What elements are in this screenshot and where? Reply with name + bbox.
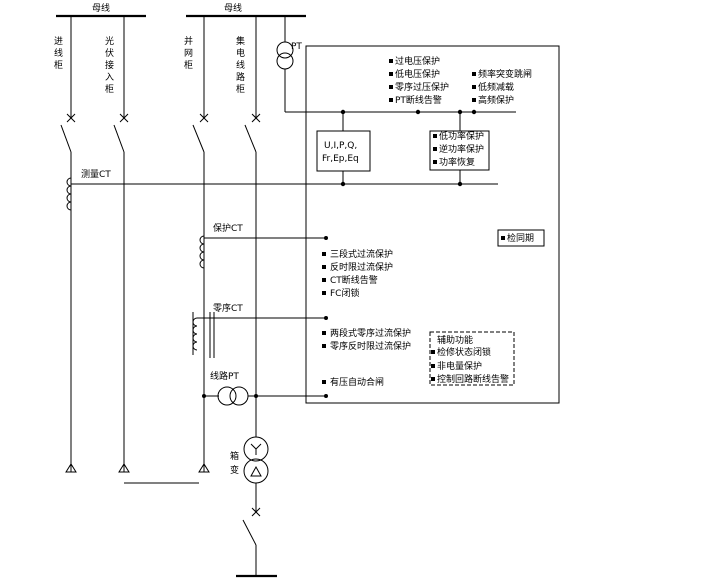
aux-maintenance-lock: 检修状态闭锁 bbox=[437, 346, 491, 358]
feeder-label-collector: 集电线路柜 bbox=[236, 35, 245, 95]
pt-transformer bbox=[276, 16, 516, 113]
busbar-right-label: 母线 bbox=[224, 2, 242, 14]
feeder-incoming bbox=[60, 16, 77, 473]
measuring-ct-label: 测量CT bbox=[81, 169, 111, 180]
line-pt-label: 线路PT bbox=[210, 370, 239, 382]
feeder-label-grid: 并网柜 bbox=[184, 35, 193, 71]
box-transformer-label: 箱变 bbox=[230, 450, 239, 476]
feeder-pv-access bbox=[113, 16, 199, 484]
prot-zero-inverse-oc: 零序反时限过流保护 bbox=[330, 340, 411, 352]
prot-under-freq-shedding: 低频减载 bbox=[478, 81, 514, 93]
zero-seq-ct bbox=[192, 312, 328, 358]
aux-function-box bbox=[429, 331, 515, 386]
prot-ct-break-alarm: CT断线告警 bbox=[330, 274, 378, 286]
protection-ct bbox=[199, 235, 328, 269]
feeder-label-pv-access: 光伏接入柜 bbox=[105, 35, 114, 95]
prot-overvoltage: 过电压保护 bbox=[395, 55, 440, 67]
reclose-label: 有压自动合闸 bbox=[330, 376, 384, 388]
overcurrent-protection-list: 三段式过流保护 反时限过流保护 CT断线告警 FC闭锁 bbox=[322, 248, 393, 299]
protection-ct-label: 保护CT bbox=[213, 222, 243, 234]
protection-panel bbox=[305, 45, 560, 404]
prot-freq-step-trip: 频率突变跳闸 bbox=[478, 68, 532, 80]
prot-low-power: 低功率保护 bbox=[439, 130, 484, 142]
pt-label: PT bbox=[291, 42, 302, 52]
prot-pt-break-alarm: PT断线告警 bbox=[395, 94, 442, 106]
measure-line2: Fr,Ep,Eq bbox=[322, 154, 359, 164]
zero-seq-ct-label: 零序CT bbox=[213, 302, 243, 314]
measurement-box bbox=[316, 130, 371, 172]
busbar-left-label: 母线 bbox=[92, 2, 110, 14]
svg-text:光伏接入柜: 光伏接入柜 bbox=[105, 35, 114, 95]
svg-text:集电线路柜: 集电线路柜 bbox=[236, 35, 245, 95]
zero-seq-protection-list: 两段式零序过流保护 零序反时限过流保护 bbox=[322, 327, 411, 352]
feeder-grid bbox=[192, 16, 210, 473]
prot-reverse-power: 逆功率保护 bbox=[439, 143, 484, 155]
prot-undervoltage: 低电压保护 bbox=[395, 68, 440, 80]
prot-power-recovery: 功率恢复 bbox=[439, 156, 475, 168]
aux-title: 辅助功能 bbox=[437, 334, 473, 346]
right-protection-list: 频率突变跳闸 低频减载 高频保护 bbox=[472, 68, 532, 106]
measure-line1: U,I,P,Q, bbox=[324, 141, 357, 151]
sync-check-label: 检同期 bbox=[507, 232, 534, 244]
top-protection-list: 过电压保护 低电压保护 零序过压保护 PT断线告警 bbox=[389, 55, 449, 106]
prot-two-stage-zero-oc: 两段式零序过流保护 bbox=[330, 327, 411, 339]
line-pt bbox=[202, 386, 328, 406]
feeder-collector bbox=[244, 16, 261, 437]
svg-text:并网柜: 并网柜 bbox=[184, 35, 193, 71]
prot-three-stage-oc: 三段式过流保护 bbox=[330, 248, 393, 260]
prot-fc-lock: FC闭锁 bbox=[330, 287, 359, 299]
measuring-ct bbox=[66, 170, 498, 211]
prot-inverse-oc: 反时限过流保护 bbox=[330, 261, 393, 273]
aux-control-loop-alarm: 控制回路断线告警 bbox=[437, 373, 509, 385]
aux-non-electric-prot: 非电量保护 bbox=[437, 360, 482, 372]
svg-text:进线柜: 进线柜 bbox=[54, 36, 63, 71]
prot-zero-seq-overvoltage: 零序过压保护 bbox=[395, 81, 449, 93]
box-transformer bbox=[236, 396, 277, 578]
prot-high-freq: 高频保护 bbox=[478, 94, 514, 106]
feeder-label-incoming: 进线柜 bbox=[54, 36, 63, 71]
sync-check-box bbox=[497, 229, 545, 247]
